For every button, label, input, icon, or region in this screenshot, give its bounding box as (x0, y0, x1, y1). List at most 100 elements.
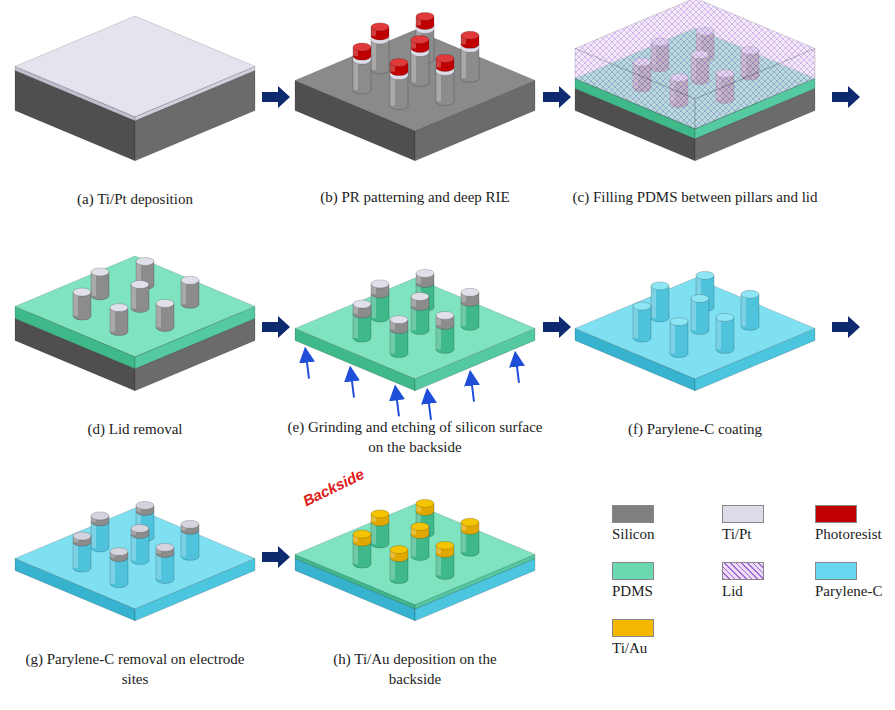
pillar-edge (408, 558, 409, 580)
pillar-shine (651, 286, 656, 318)
pillar-edge (389, 294, 390, 318)
pillar-part (651, 286, 669, 318)
tipt-layer (15, 16, 255, 117)
pillar-top (411, 36, 429, 44)
pdms-layer (295, 278, 535, 379)
step-caption: (h) Ti/Au deposition on the backside (315, 650, 515, 689)
pillar-top (353, 43, 371, 51)
pillar-edge (353, 542, 354, 564)
step-a-illustration (15, 16, 255, 161)
legend-item: Lid (722, 562, 764, 600)
pillar-shine (741, 294, 746, 326)
pillar-edge (154, 261, 155, 285)
pillar-top (436, 311, 454, 319)
pillar-shine (716, 317, 721, 349)
pillar-edge (741, 294, 742, 326)
pillar-edge (154, 511, 155, 537)
pillar-part (716, 317, 734, 349)
legend-text: Ti/Au (612, 640, 654, 657)
parylene-layer (15, 508, 255, 609)
pillar-edge (371, 542, 372, 564)
flow-arrow (543, 316, 571, 338)
pillar-shine (131, 535, 136, 561)
pillar-top (651, 282, 669, 290)
pillar-edge (688, 322, 689, 354)
pillar-top (131, 281, 149, 289)
legend-text: Photoresist (815, 526, 882, 543)
step-f-illustration (575, 271, 815, 390)
pillar-edge (390, 76, 391, 106)
pillar-edge (174, 303, 175, 327)
pillar-part (670, 322, 688, 354)
pillar-edge (128, 308, 129, 332)
pillar-edge (371, 60, 372, 90)
pillar-edge (110, 558, 111, 584)
pillar-edge (669, 286, 670, 318)
etch-arrow (516, 359, 519, 383)
pillar-top (390, 59, 408, 67)
step-caption: (d) Lid removal (35, 420, 235, 440)
pdms-layer (295, 504, 535, 605)
pillar-part (633, 306, 651, 338)
pillar-shine (91, 522, 96, 548)
pillar-edge (411, 307, 412, 331)
legend-text: Ti/Pt (722, 526, 764, 543)
pillar-edge (156, 303, 157, 327)
pillar-part (691, 299, 709, 331)
legend-item: Photoresist (815, 505, 882, 543)
pillar-edge (479, 530, 480, 552)
flow-arrow (832, 316, 860, 338)
pillar-edge (199, 280, 200, 304)
pillar-edge (181, 530, 182, 556)
etch-arrow (306, 355, 309, 379)
pillar-edge (461, 302, 462, 326)
pillar-top (461, 518, 479, 526)
legend-swatch (722, 505, 764, 523)
legend-text: PDMS (612, 583, 654, 600)
pillar-edge (73, 542, 74, 568)
pillar-edge (461, 530, 462, 552)
etch-arrow (396, 392, 399, 416)
pillar-part (436, 71, 454, 101)
pillar-edge (434, 511, 435, 533)
side-label: Backside (300, 465, 367, 509)
pillar-edge (389, 40, 390, 70)
pillar-edge (389, 522, 390, 544)
step-caption: (f) Parylene-C coating (585, 420, 805, 440)
pillar-edge (371, 314, 372, 338)
pillar-edge (131, 285, 132, 309)
pillar-top (461, 288, 479, 296)
pillar-shine (371, 40, 376, 70)
pillar-edge (91, 292, 92, 316)
pillar-top (371, 280, 389, 288)
pillar-top (696, 271, 714, 279)
pillar-part (411, 53, 429, 83)
pillar-shine (436, 71, 441, 101)
step-caption: (b) PR patterning and deep RIE (315, 188, 515, 208)
pillar-edge (436, 325, 437, 349)
pillar-top (411, 523, 429, 531)
pillar-shine (411, 53, 416, 83)
legend-swatch (815, 505, 857, 523)
pillar-top (416, 269, 434, 277)
pillar-edge (429, 307, 430, 331)
pillar-part (353, 60, 371, 90)
step-caption: (e) Grinding and etching of silicon surf… (280, 418, 550, 457)
pillar-top (156, 543, 174, 551)
pillar-edge (353, 60, 354, 90)
step-d-illustration (15, 256, 255, 391)
legend-item: PDMS (612, 562, 654, 600)
pillar-edge (434, 283, 435, 307)
pillar-top (371, 510, 389, 518)
pillar-top (110, 548, 128, 556)
legend-swatch (815, 562, 857, 580)
pillar-shine (670, 322, 675, 354)
pillar-edge (633, 306, 634, 338)
pillar-top (416, 499, 434, 507)
step-illustrations (15, 0, 815, 621)
pillar-shine (353, 60, 358, 90)
pillar-edge (479, 302, 480, 326)
pillar-edge (714, 275, 715, 307)
pillar-top (371, 23, 389, 31)
